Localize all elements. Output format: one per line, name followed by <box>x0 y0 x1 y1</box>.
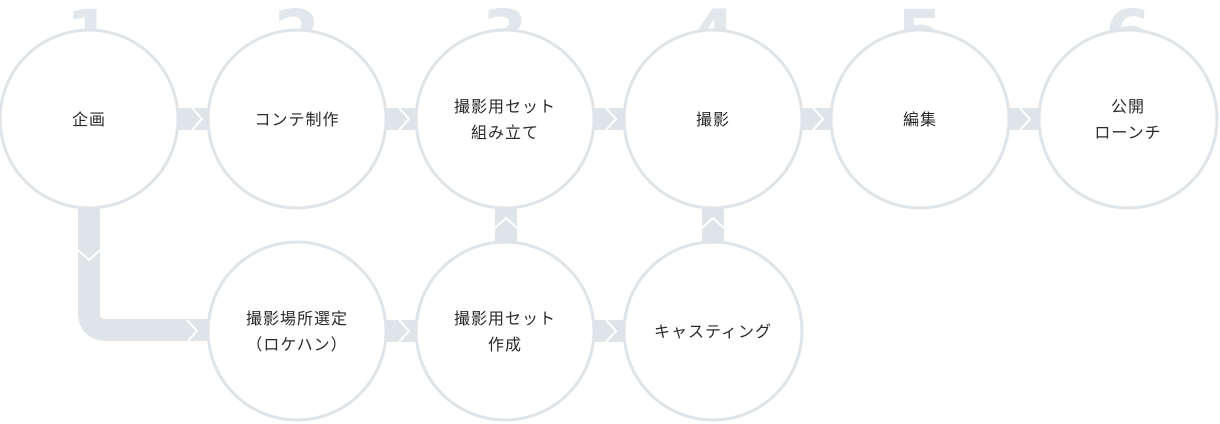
step-circle-4 <box>622 28 804 210</box>
step-circle-5 <box>829 28 1011 210</box>
step-circle-3 <box>414 28 596 210</box>
chevron-up-icon <box>701 216 725 229</box>
substep-circle-3 <box>622 240 804 422</box>
step-node-2: コンテ制作 <box>206 28 388 210</box>
step-5-label-line-1: 編集 <box>903 110 937 129</box>
connector-sub1-sub2 <box>383 320 423 342</box>
connector-sub2-sub3 <box>590 320 630 342</box>
step-4-label-line-1: 撮影 <box>696 110 730 129</box>
substep-2-label-line-1: 撮影用セット <box>454 309 556 328</box>
connector-2-3 <box>383 108 423 130</box>
substep-node-3: キャスティング <box>622 240 804 422</box>
chevron-right-icon <box>186 319 199 343</box>
substep-2-label-line-2: 作成 <box>488 335 522 354</box>
step-6-label-line-1: 公開 <box>1111 97 1145 116</box>
chevron-right-icon <box>398 107 411 131</box>
step-circle-1 <box>0 28 180 210</box>
step-2-label-line-1: コンテ制作 <box>254 110 339 129</box>
step-3-label-line-2: 組み立て <box>471 123 539 142</box>
chevron-right-icon <box>812 107 825 131</box>
substep-circle-2 <box>414 240 596 422</box>
step-node-4: 撮影 <box>622 28 804 210</box>
step-node-5: 編集 <box>829 28 1011 210</box>
chevron-down-icon <box>77 249 101 262</box>
connector-4-5 <box>797 108 837 130</box>
substep-1-label-line-1: 撮影場所選定 <box>246 309 348 328</box>
chevron-up-icon <box>494 216 518 229</box>
connector-sub3-to-4 <box>702 200 724 245</box>
substep-3-label-line-1: キャスティング <box>654 322 772 341</box>
chevron-right-icon <box>605 319 618 343</box>
chevron-right-icon <box>1019 107 1032 131</box>
substep-node-1: 撮影場所選定 （ロケハン） <box>206 240 388 422</box>
step-node-1: 企画 <box>0 28 180 210</box>
chevron-right-icon <box>605 107 618 131</box>
step-1-label-line-1: 企画 <box>72 110 106 129</box>
substep-1-label-line-2: （ロケハン） <box>246 335 347 354</box>
step-3-label-line-1: 撮影用セット <box>454 97 556 116</box>
connector-5-6 <box>1004 108 1044 130</box>
step-circle-2 <box>206 28 388 210</box>
connector-3-4 <box>590 108 630 130</box>
chevron-right-icon <box>191 107 204 131</box>
chevron-right-icon <box>398 319 411 343</box>
step-circle-6 <box>1037 28 1219 210</box>
connector-sub2-to-3 <box>495 200 517 245</box>
connector-1-2 <box>176 108 216 130</box>
step-6-label-line-2: ローンチ <box>1094 123 1161 142</box>
elbow-connector-1-to-sub1 <box>78 205 212 341</box>
substep-circle-1 <box>206 240 388 422</box>
